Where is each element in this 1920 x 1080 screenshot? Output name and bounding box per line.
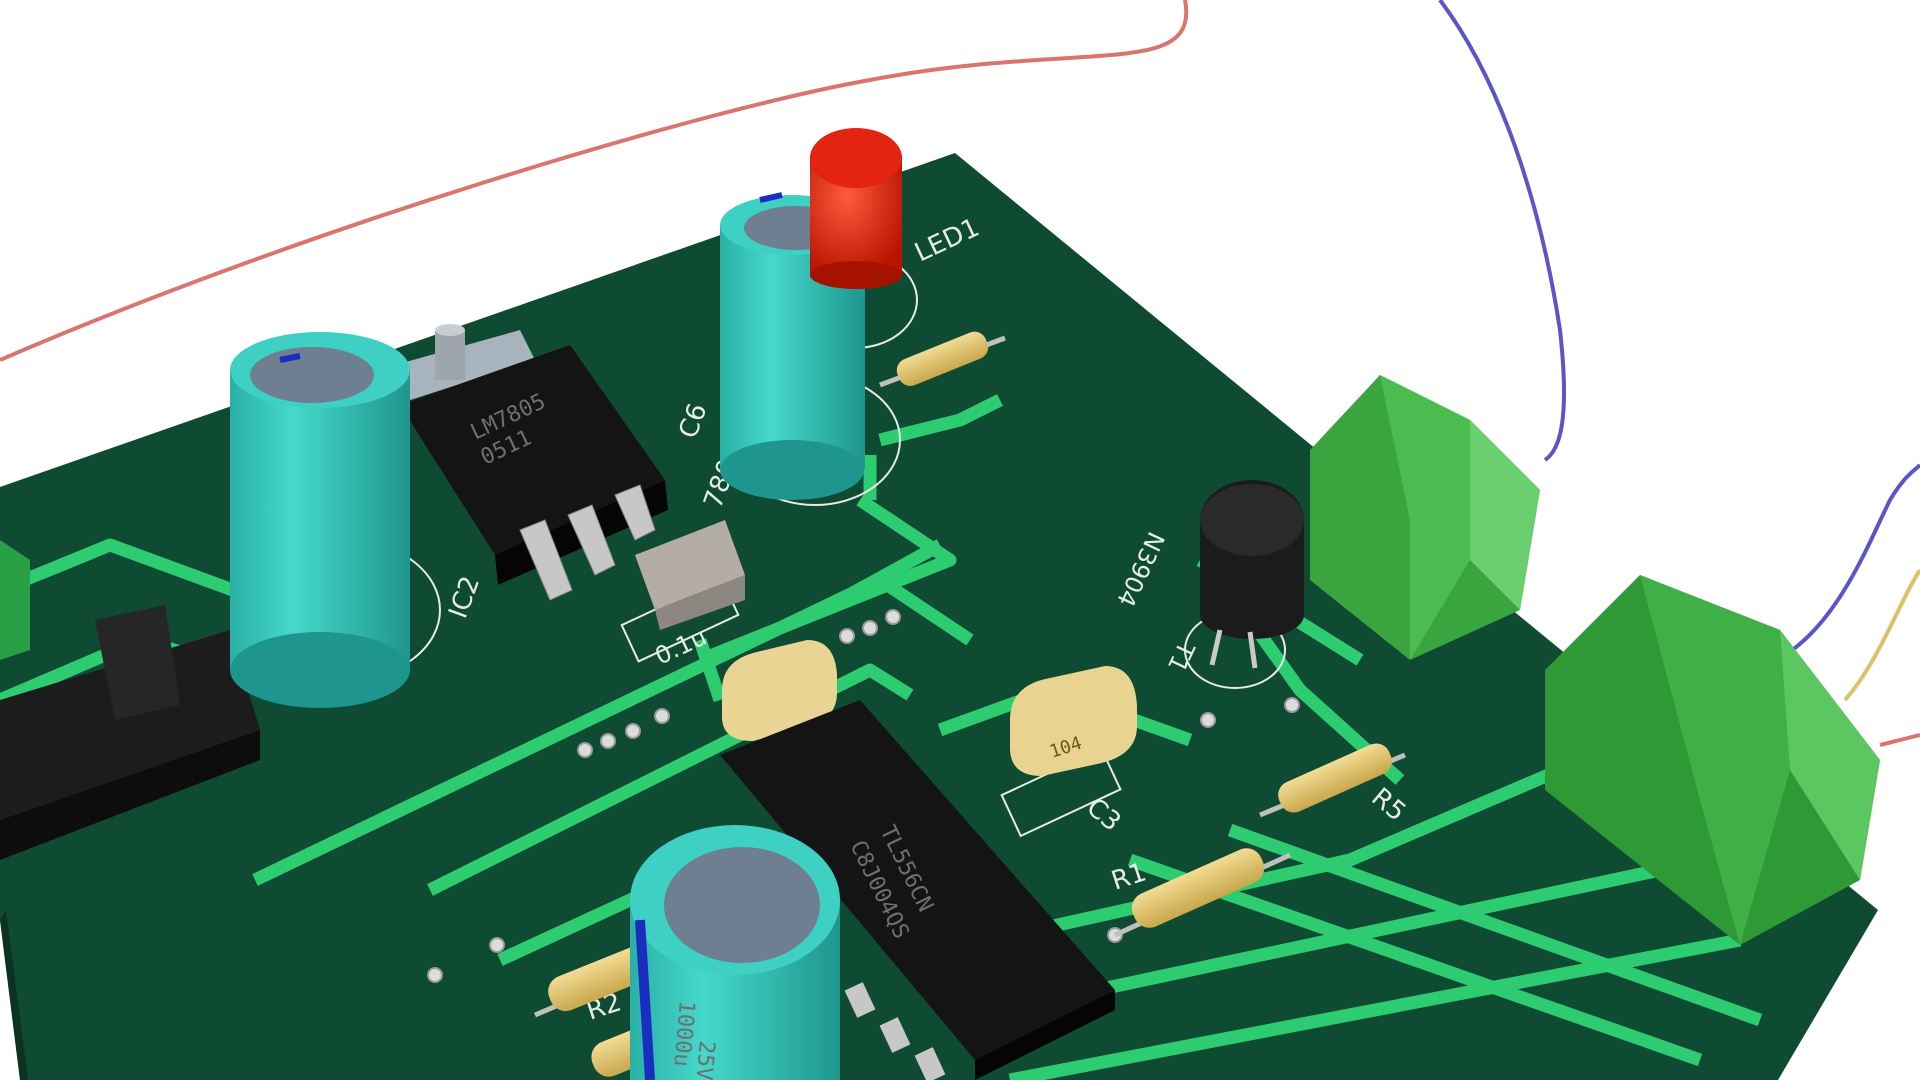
ceramic-capacitor-top xyxy=(722,640,837,741)
ceramic-capacitor-104: 104 xyxy=(1010,666,1137,776)
red-led xyxy=(810,128,902,289)
terminal-block-1 xyxy=(1310,375,1540,660)
transistor-t1 xyxy=(1200,480,1304,669)
terminal-block-2 xyxy=(1545,575,1920,945)
capacitor-marking-capacitance: 1000u xyxy=(668,999,699,1067)
slide-switch xyxy=(0,540,260,860)
resistor-r5 xyxy=(1259,743,1406,818)
electrolytic-capacitor-c2 xyxy=(230,332,410,708)
ceramic-capacitor-0-1u xyxy=(635,520,745,630)
red-wire xyxy=(0,0,1189,362)
yellow-wire xyxy=(1843,568,1920,702)
electrolytic-capacitor-bottom: 1000u 25V xyxy=(630,825,840,1080)
capacitor-marking-voltage: 25V xyxy=(691,1039,719,1080)
pcb-board-edge xyxy=(0,910,28,1080)
resistor-led xyxy=(879,331,1006,388)
blue-wire xyxy=(1438,0,1566,462)
voltage-regulator: LM7805 0511 xyxy=(395,324,668,601)
pads xyxy=(427,609,1300,983)
blue-wire-2 xyxy=(1783,463,1920,657)
resistor-r1 xyxy=(1113,848,1292,938)
